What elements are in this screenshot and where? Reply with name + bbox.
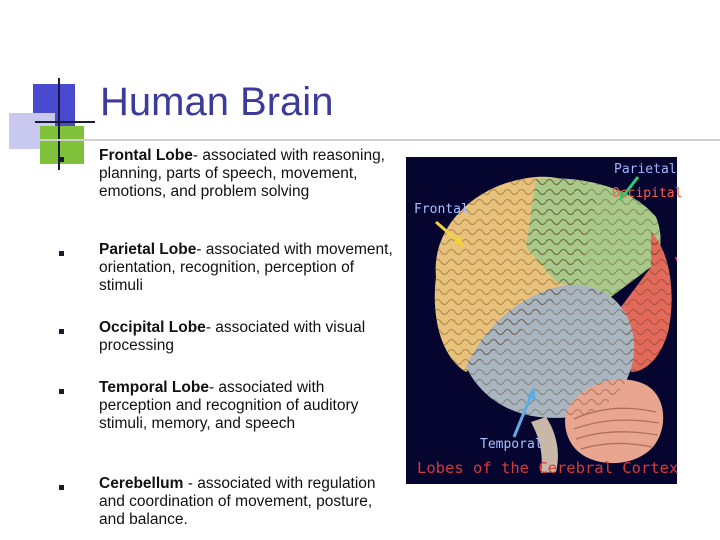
slide-title: Human Brain	[100, 80, 334, 124]
temporal-texture	[466, 284, 635, 418]
occipital-texture	[621, 232, 672, 372]
brain-illustration	[434, 176, 677, 473]
brainstem-region	[531, 417, 558, 473]
bullet-text: Frontal Lobe- associated with reasoning,…	[99, 147, 399, 200]
figure-caption: Lobes of the Cerebral Cortex	[417, 459, 679, 477]
temporal-arrowhead	[527, 387, 536, 400]
brain-figure: Parietal Occipital Frontal Temporal Lobe…	[406, 157, 682, 484]
bullet-square	[59, 485, 64, 490]
bullet-text: Parietal Lobe- associated with movement,…	[99, 241, 399, 294]
parietal-arrowhead	[619, 190, 628, 201]
frontal-arrow	[435, 220, 460, 244]
bullet-square	[59, 329, 64, 334]
frontal-arrowhead	[453, 236, 464, 247]
bullet-square	[59, 157, 64, 162]
temporal-arrow	[512, 392, 534, 438]
bullet-desc: - associated with movement, orientation,…	[99, 241, 393, 294]
bullet-text: Cerebellum - associated with regulation …	[99, 475, 399, 528]
parietal-arrow	[622, 176, 640, 196]
bullet-term: Frontal Lobe	[99, 147, 193, 164]
bullet-desc: - associated with reasoning, planning, p…	[99, 147, 385, 200]
bullet-square	[59, 389, 64, 394]
bullet-text: Occipital Lobe- associated with visual p…	[99, 319, 399, 355]
bullet-desc: - associated with visual processing	[99, 319, 366, 354]
label-frontal: Frontal	[414, 202, 469, 217]
bullet-text: Temporal Lobe- associated with perceptio…	[99, 379, 399, 432]
parietal-texture	[526, 178, 661, 297]
decor-line-vertical	[58, 78, 60, 170]
label-temporal: Temporal	[480, 437, 543, 452]
cerebellum-folia	[573, 407, 660, 450]
title-rule	[40, 139, 720, 141]
bullet-term: Cerebellum	[99, 475, 184, 492]
bullet-square	[59, 251, 64, 256]
label-occipital: Occipital	[612, 186, 683, 201]
bullet-term: Parietal Lobe	[99, 241, 197, 258]
bullet-term: Occipital Lobe	[99, 319, 206, 336]
label-parietal: Parietal	[614, 162, 677, 177]
occipital-arrowhead	[675, 257, 677, 262]
bullet-desc: - associated with regulation and coordin…	[99, 475, 376, 528]
bullet-term: Temporal Lobe	[99, 379, 209, 396]
decor-line-horizontal	[35, 121, 95, 123]
bullet-desc: - associated with perception and recogni…	[99, 379, 359, 432]
